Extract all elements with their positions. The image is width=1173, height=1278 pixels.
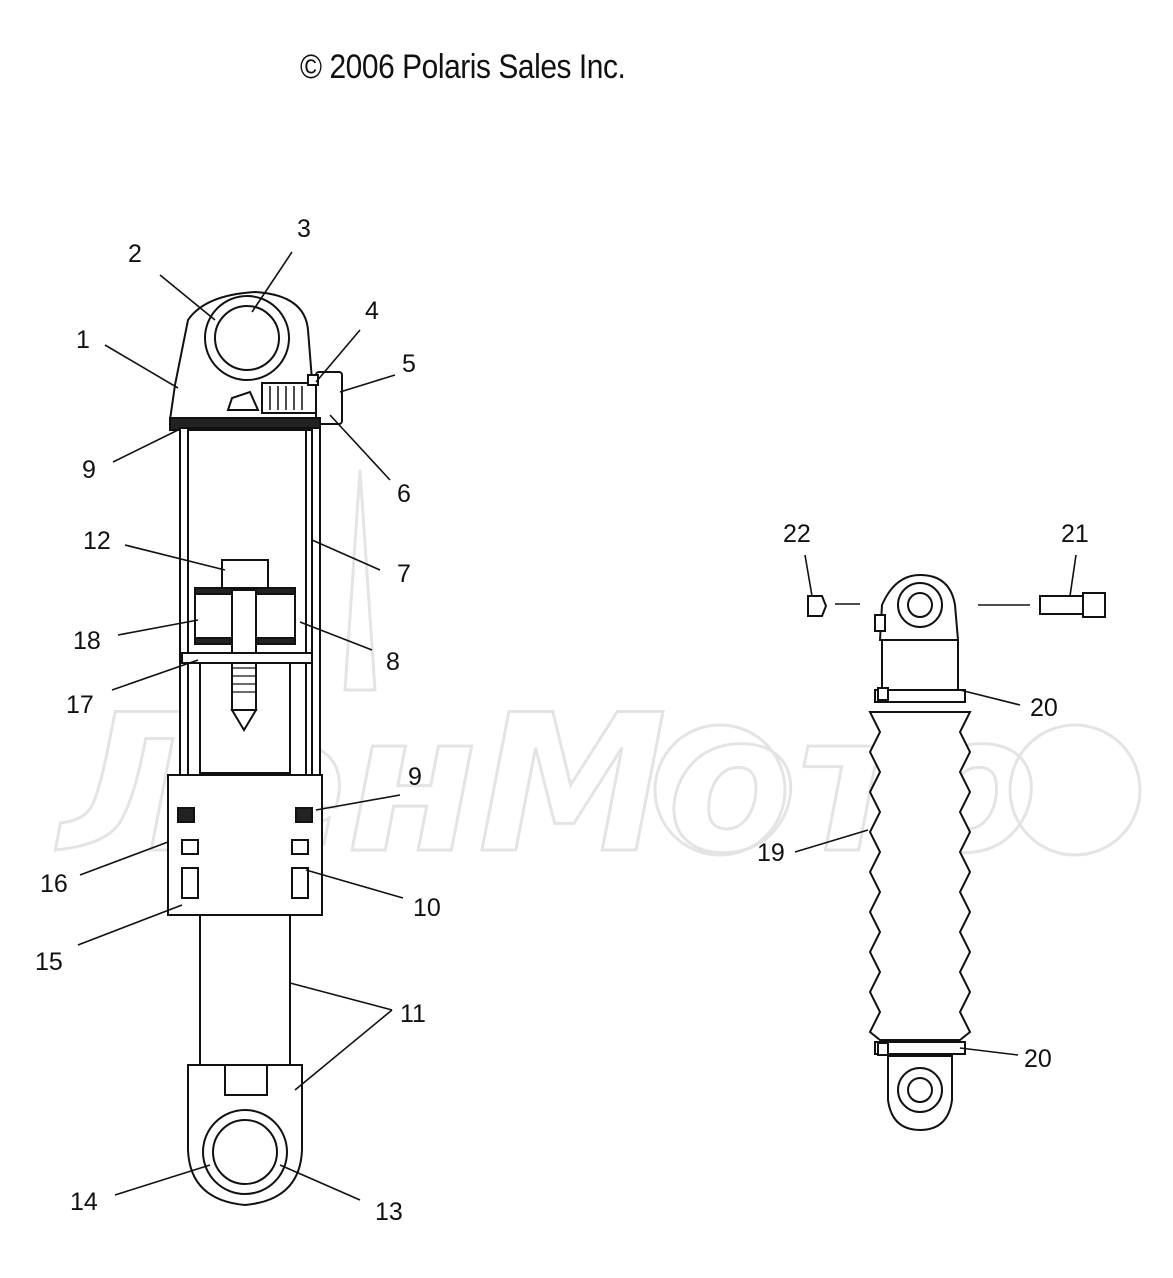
callout-9-upper: 9: [82, 456, 96, 484]
callout-12: 12: [83, 527, 111, 555]
callout-5: 5: [402, 350, 416, 378]
shock-cutaway: [167, 290, 343, 1207]
copyright-notice: © 2006 Polaris Sales Inc.: [300, 48, 626, 86]
callout-7: 7: [397, 560, 411, 588]
callout-8: 8: [386, 648, 400, 676]
callouts: 1 2 3 4 5 6 7 8 9 9 10 11 12 13 14 15 16…: [35, 215, 1089, 1226]
callout-1: 1: [76, 326, 90, 354]
leader-lines: [77, 251, 1077, 1201]
callout-10: 10: [413, 894, 441, 922]
callout-4: 4: [365, 297, 379, 325]
callout-19: 19: [757, 839, 785, 867]
shock-assembled: [807, 573, 1106, 1132]
callout-14: 14: [70, 1188, 98, 1216]
callout-16: 16: [40, 870, 68, 898]
callout-15: 15: [35, 948, 63, 976]
callout-17: 17: [66, 691, 94, 719]
callout-20-upper: 20: [1030, 694, 1058, 722]
callout-22: 22: [783, 520, 811, 548]
callout-21: 21: [1061, 520, 1089, 548]
callout-9-lower: 9: [408, 763, 422, 791]
callout-20-lower: 20: [1024, 1045, 1052, 1073]
callout-13: 13: [375, 1198, 403, 1226]
callout-3: 3: [297, 215, 311, 243]
callout-6: 6: [397, 480, 411, 508]
callout-11: 11: [400, 1000, 426, 1028]
callout-2: 2: [128, 240, 142, 268]
callout-18: 18: [73, 627, 101, 655]
